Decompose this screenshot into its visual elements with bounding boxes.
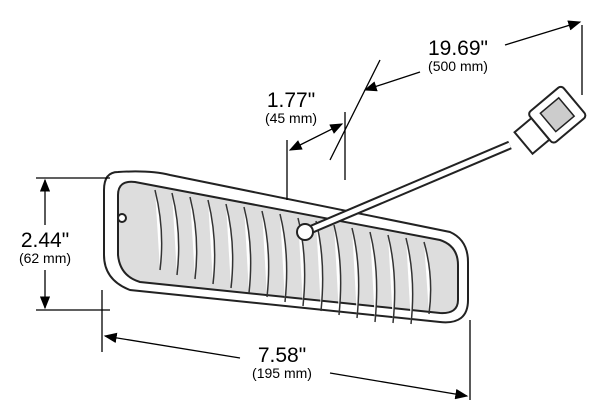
cable-length-inches: 19.69" [427,37,488,60]
connector-offset-inches: 1.77" [266,89,316,112]
height-dimension: 2.44" (62 mm) [4,230,86,265]
cable-connector [296,85,587,241]
lamp-fins [154,189,432,325]
width-inches: 7.58" [257,344,307,367]
height-mm: (62 mm) [18,250,72,266]
cable-length-dimension: 19.69" (500 mm) [408,38,508,73]
cable-length-mm: (500 mm) [428,58,488,74]
connector-offset-dimension: 1.77" (45 mm) [246,90,336,125]
connector-offset-mm: (45 mm) [264,110,318,126]
width-mm: (195 mm) [252,365,312,381]
width-dimension: 7.58" (195 mm) [232,345,332,380]
dimension-lines [36,20,583,400]
height-inches: 2.44" [20,229,70,252]
